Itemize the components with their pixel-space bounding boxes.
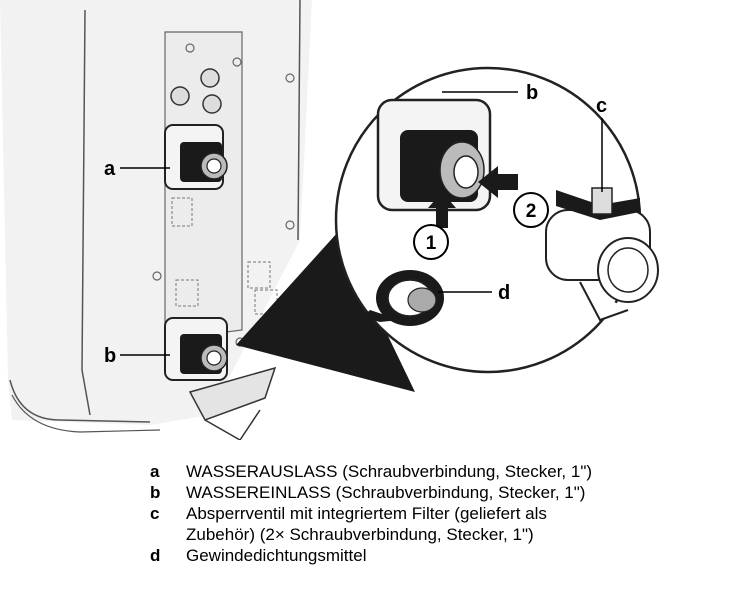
installation-illustration: 1 2 a b b c d — [0, 0, 659, 440]
arrow-step-2 — [478, 166, 518, 198]
water-inlet-connector-b — [164, 317, 228, 381]
legend: a WASSERAUSLASS (Schraubverbindung, Stec… — [150, 461, 740, 566]
legend-item-c-continued: Zubehör) (2× Schraubverbindung, Stecker,… — [150, 524, 740, 545]
legend-text: Gewindedichtungsmittel — [186, 546, 367, 565]
legend-text: WASSEREINLASS (Schraubverbindung, Stecke… — [186, 483, 586, 502]
callout-leaders — [120, 91, 603, 356]
legend-key: c — [150, 504, 160, 523]
ball-valve — [545, 187, 659, 322]
step-1-circle — [413, 224, 449, 260]
legend-key: b — [150, 483, 161, 502]
legend-text: Absperrventil mit integriertem Filter (g… — [186, 504, 547, 523]
callout-c: c — [596, 95, 607, 117]
step-1-number: 1 — [426, 233, 437, 254]
callout-a: a — [104, 158, 116, 180]
water-outlet-connector-a — [164, 124, 228, 190]
step-2-circle — [513, 192, 549, 228]
unit-housing — [0, 0, 312, 433]
zoom-detail-circle: 1 2 — [334, 66, 659, 374]
legend-text: Zubehör) (2× Schraubverbindung, Stecker,… — [186, 525, 534, 544]
arrow-step-1 — [428, 192, 456, 228]
legend-item-b: b WASSEREINLASS (Schraubverbindung, Stec… — [150, 482, 740, 503]
legend-item-d: d Gewindedichtungsmittel — [150, 545, 740, 566]
step-2-number: 2 — [526, 201, 537, 222]
callout-b-zoom: b — [526, 82, 538, 104]
legend-key: a — [150, 462, 160, 481]
callout-d: d — [498, 282, 510, 304]
thread-sealant-tape — [366, 270, 444, 326]
legend-key — [150, 524, 186, 545]
legend-text: WASSERAUSLASS (Schraubverbindung, Stecke… — [186, 462, 593, 481]
callout-b-main: b — [104, 345, 116, 367]
legend-key: d — [150, 546, 161, 565]
legend-item-c: c Absperrventil mit integriertem Filter … — [150, 503, 740, 524]
legend-item-a: a WASSERAUSLASS (Schraubverbindung, Stec… — [150, 461, 740, 482]
zoom-wedge — [236, 232, 415, 392]
mounting-foot — [188, 366, 277, 440]
